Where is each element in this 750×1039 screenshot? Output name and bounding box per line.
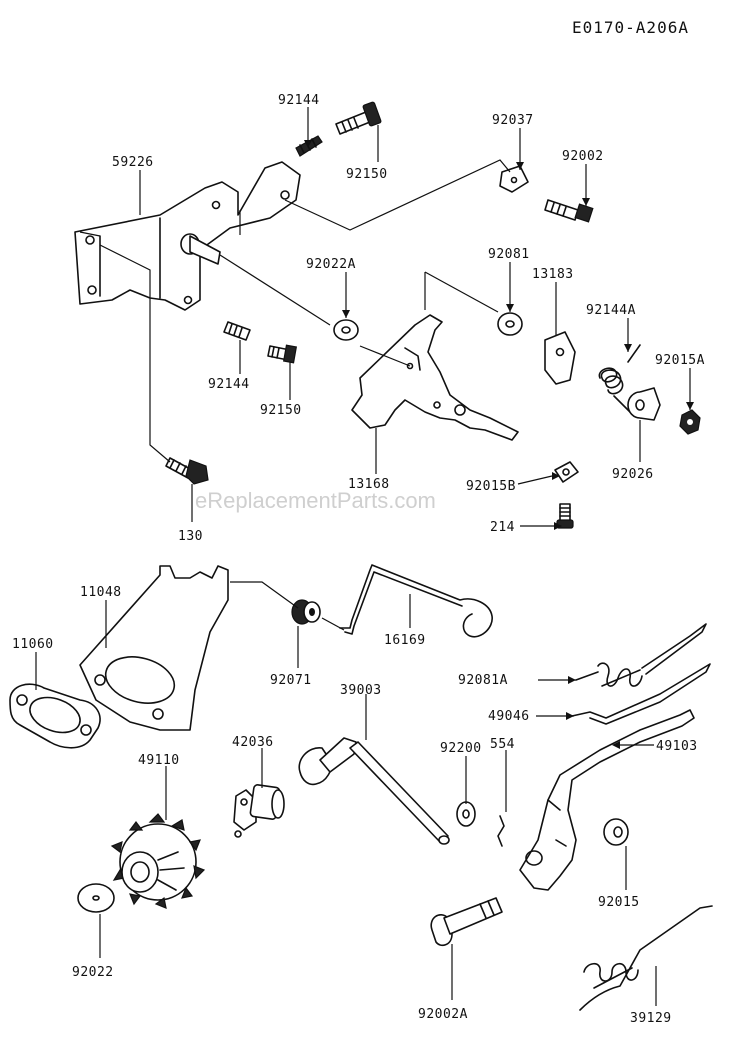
bolt-92002-part — [544, 199, 594, 223]
label-92037: 92037 — [492, 113, 534, 128]
label-92015A: 92015A — [655, 353, 705, 368]
label-92150-mid: 92150 — [260, 403, 302, 418]
washer-92200-part — [456, 801, 476, 827]
gasket-11060-part — [9, 683, 101, 749]
lever-13168-part — [351, 314, 519, 441]
label-13183: 13183 — [532, 267, 574, 282]
label-49046: 49046 — [488, 709, 530, 724]
nut-92015B-part — [554, 461, 579, 483]
bolt-130-part — [165, 457, 209, 485]
nut-92015A-part — [679, 409, 701, 435]
label-16169: 16169 — [384, 633, 426, 648]
label-92144-top: 92144 — [278, 93, 320, 108]
label-92144-mid: 92144 — [208, 377, 250, 392]
bracket-59226-part — [74, 161, 301, 311]
label-11060: 11060 — [12, 637, 54, 652]
label-49103: 49103 — [656, 739, 698, 754]
label-39129: 39129 — [630, 1011, 672, 1026]
label-42036: 42036 — [232, 735, 274, 750]
spring-92144-mid-part — [223, 321, 251, 341]
label-13168: 13168 — [348, 477, 390, 492]
label-92022: 92022 — [72, 965, 114, 980]
pin-42036-part — [233, 784, 285, 838]
label-92002A: 92002A — [418, 1007, 468, 1022]
bushing-92071-part — [291, 599, 321, 625]
label-92081: 92081 — [488, 247, 530, 262]
reference-lines — [79, 159, 511, 631]
label-39003: 39003 — [340, 683, 382, 698]
label-92081A: 92081A — [458, 673, 508, 688]
washer-92022-part — [77, 883, 115, 913]
callout-lines — [35, 107, 694, 1006]
lever-49103-part — [519, 709, 695, 891]
screw-214-part — [556, 503, 574, 529]
label-92015: 92015 — [598, 895, 640, 910]
bolt-92002A-part — [430, 897, 503, 947]
shaft-39003-part — [298, 737, 450, 845]
diagram-code: E0170-A206A — [572, 18, 689, 37]
label-214: 214 — [490, 520, 515, 535]
rod-49046-part — [571, 663, 711, 725]
label-49110: 49110 — [138, 753, 180, 768]
screw-92150-top-part — [335, 101, 382, 135]
washer-92081-part — [497, 312, 523, 336]
nut-92015-part — [603, 818, 629, 846]
screw-92150-mid-part — [267, 344, 298, 364]
label-11048: 11048 — [80, 585, 122, 600]
label-92022A: 92022A — [306, 257, 356, 272]
washer-92022A-part — [333, 319, 359, 341]
label-92150-top: 92150 — [346, 167, 388, 182]
label-92071: 92071 — [270, 673, 312, 688]
label-92144A: 92144A — [586, 303, 636, 318]
spring-92081A-part — [575, 623, 707, 687]
label-554: 554 — [490, 737, 515, 752]
rod-16169-part — [339, 564, 493, 638]
spring-39129-part — [579, 905, 713, 1011]
plate-13183-part — [544, 331, 576, 385]
collar-92026-part — [627, 387, 661, 421]
clip-92037-part — [499, 165, 529, 193]
plate-11048-part — [79, 565, 229, 731]
label-92200: 92200 — [440, 741, 482, 756]
label-92015B: 92015B — [466, 479, 516, 494]
part-labels: 92144 92150 92037 92002 59226 92022A 920… — [12, 93, 705, 1026]
label-130: 130 — [178, 529, 203, 544]
label-59226: 59226 — [112, 155, 154, 170]
watermark: eReplacementParts.com — [195, 488, 436, 513]
label-92026: 92026 — [612, 467, 654, 482]
gear-49110-part — [110, 813, 206, 909]
label-92002: 92002 — [562, 149, 604, 164]
part-554-part — [497, 815, 505, 847]
